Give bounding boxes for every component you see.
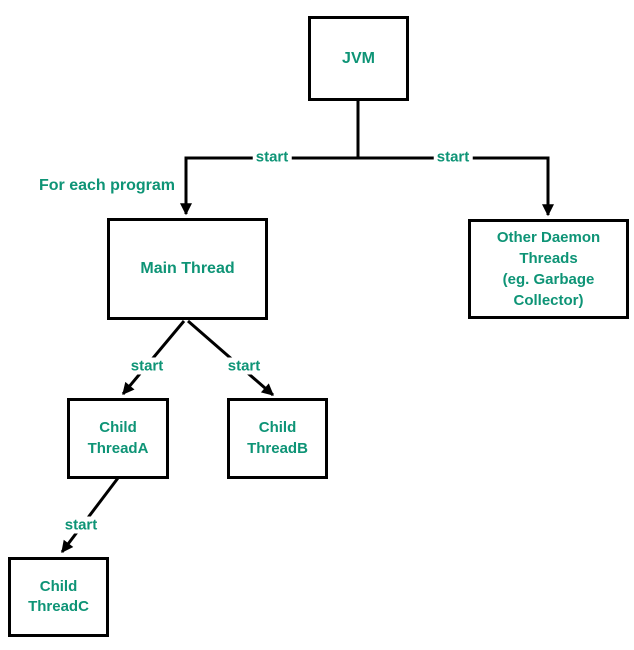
jvm-node: JVM bbox=[308, 16, 409, 101]
child-thread-a-node: Child ThreadA bbox=[67, 398, 169, 479]
main-thread-node: Main Thread bbox=[107, 218, 268, 320]
edge-label-jvm-to-main: start bbox=[252, 148, 292, 166]
edge-label-main-to-child-a: start bbox=[127, 357, 167, 375]
for-each-program-label: For each program bbox=[35, 177, 179, 195]
other-daemon-threads-node: Other Daemon Threads (eg. Garbage Collec… bbox=[468, 219, 629, 319]
child-thread-b-node: Child ThreadB bbox=[227, 398, 328, 479]
child-thread-c-node: Child ThreadC bbox=[8, 557, 109, 637]
edge-label-jvm-to-daemon: start bbox=[433, 148, 473, 166]
edge-label-main-to-child-b: start bbox=[224, 357, 264, 375]
edge-label-child-a-to-child-c: start bbox=[61, 516, 101, 534]
edge-child-a-to-child-c bbox=[60, 477, 120, 553]
edge-jvm-to-main-and-daemon bbox=[180, 156, 554, 217]
